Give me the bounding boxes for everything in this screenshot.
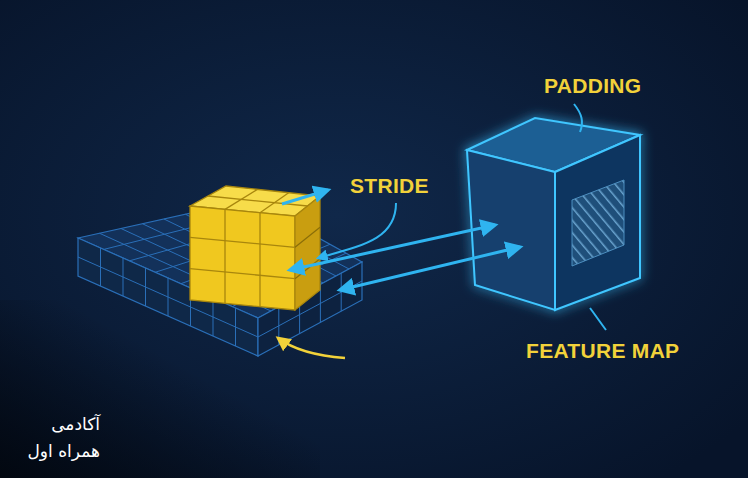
grid-line bbox=[224, 209, 225, 303]
padding-label: PADDING bbox=[544, 74, 641, 98]
padding-hatch bbox=[572, 180, 624, 266]
grid-line bbox=[259, 213, 260, 307]
grid-line bbox=[190, 237, 295, 247]
feature-map-cube bbox=[467, 118, 640, 310]
feature-map-label: FEATURE MAP bbox=[526, 339, 679, 363]
watermark-text: همراه اول bbox=[28, 441, 101, 461]
arrows bbox=[282, 104, 606, 330]
yellow-pointer bbox=[278, 338, 345, 358]
grid-line bbox=[190, 269, 295, 279]
stride-label: STRIDE bbox=[350, 174, 429, 198]
grid-line bbox=[295, 227, 320, 247]
kernel-block bbox=[190, 186, 320, 310]
grid-line bbox=[225, 189, 257, 209]
watermark-text: آکادمی bbox=[51, 414, 100, 434]
